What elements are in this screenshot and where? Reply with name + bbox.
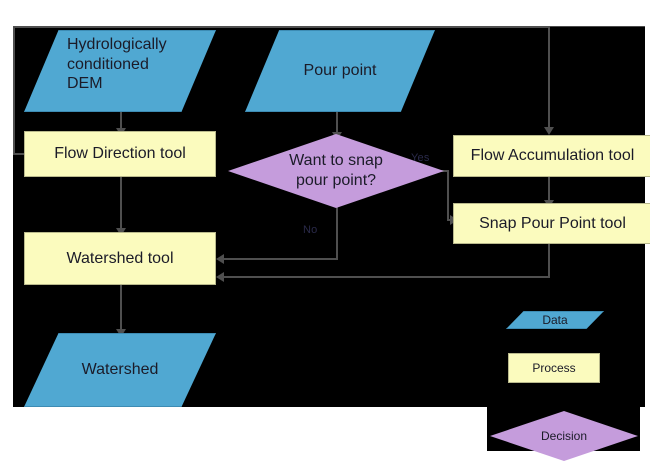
connector-yes-vertical [447, 170, 449, 220]
node-watershed-tool[interactable]: Watershed tool [24, 232, 216, 285]
edge-label-yes: Yes [411, 152, 430, 164]
connector-snap-horizontal [223, 276, 550, 278]
connector-no-vertical [336, 207, 338, 260]
connector-pourpoint-to-decision [336, 112, 338, 135]
node-label: Flow Accumulation tool [470, 147, 635, 165]
node-label: Snap Pour Point tool [479, 214, 626, 232]
connector-left-vertical [13, 26, 15, 154]
legend-process-shape: Process [508, 353, 600, 383]
node-label: Watershed [81, 361, 159, 379]
legend-data-label: Data [542, 312, 568, 327]
connector-right-vertical [548, 26, 550, 128]
node-label: Flow Direction tool [54, 145, 186, 163]
connector-flowaccum-to-snap [548, 177, 550, 203]
legend-process-label: Process [532, 360, 576, 375]
arrow-into-watershed-tool-right-lower [216, 272, 224, 282]
node-snap-pour-point-tool[interactable]: Snap Pour Point tool [453, 203, 650, 244]
node-label: Watershed tool [66, 249, 174, 267]
connector-top-rail [13, 26, 550, 28]
connector-no-horizontal [223, 258, 337, 260]
connector-flowdirection-to-watershedtool [120, 177, 122, 231]
edge-label-no: No [303, 224, 318, 236]
node-label: Pour point [303, 62, 377, 80]
node-flow-direction-tool[interactable]: Flow Direction tool [24, 131, 216, 177]
arrow-into-watershed-tool-right-upper [216, 254, 224, 264]
connector-dem-to-flowdirection [120, 112, 122, 131]
connector-snap-vertical [548, 243, 550, 277]
node-flow-accumulation-tool[interactable]: Flow Accumulation tool [453, 135, 650, 177]
arrow-into-flow-accumulation [544, 127, 554, 135]
connector-watershedtool-to-watershed [120, 285, 122, 332]
